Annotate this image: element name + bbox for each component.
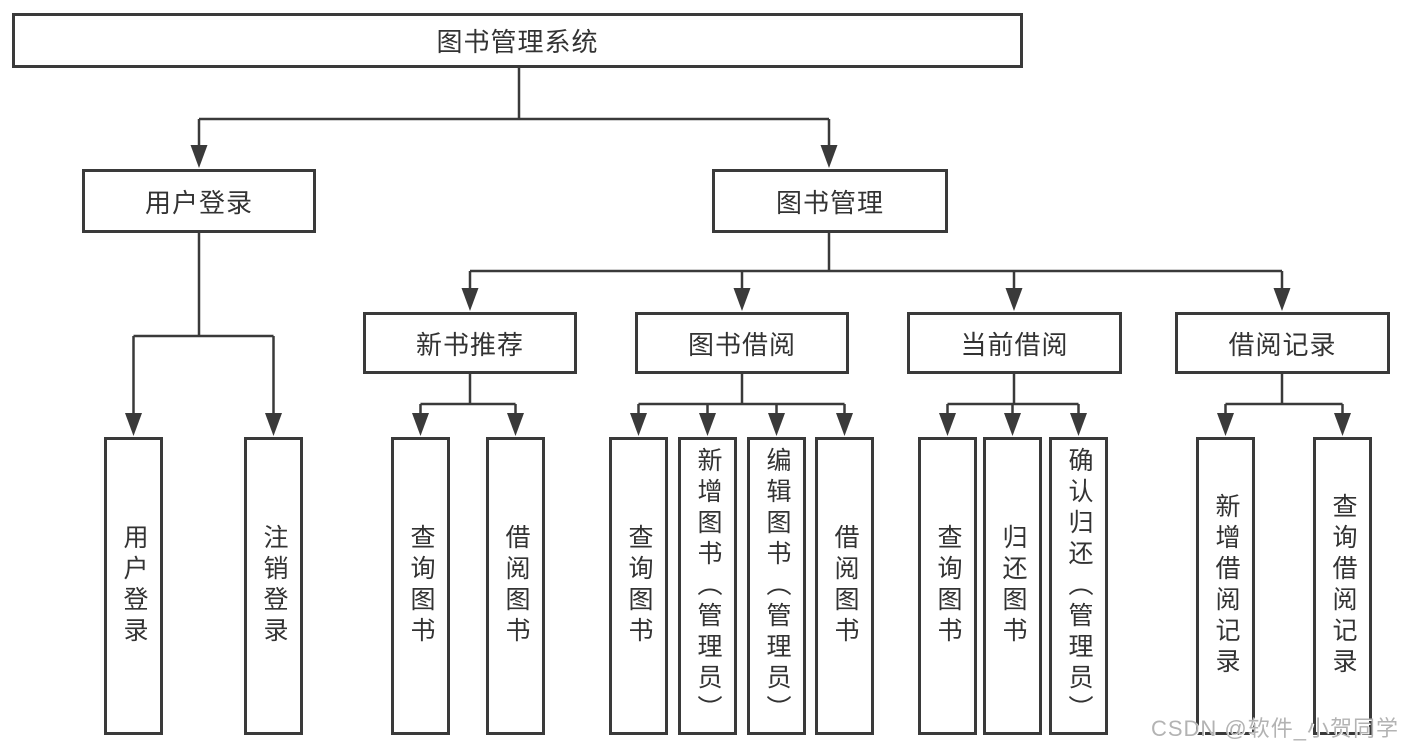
leaf-return-book: 归还图书 [983,437,1042,735]
leaf-return-book-label: 归还图书 [999,524,1027,648]
node-user-login-label: 用户登录 [144,187,253,218]
connector-current-split [946,374,1080,416]
leaf-borrow-query-book: 查询图书 [609,437,668,735]
leaf-add-borrow-record-label: 新增借阅记录 [1212,493,1240,679]
leaf-query-borrow-record-label: 查询借阅记录 [1329,493,1357,679]
node-book-manage: 图书管理 [712,169,948,233]
leaf-logout-label: 注销登录 [260,524,288,648]
connector-borrow-split [637,374,846,416]
arrowhead [699,413,716,436]
leaf-query-borrow-record: 查询借阅记录 [1313,437,1372,735]
arrowhead [1005,288,1023,311]
arrowhead [1217,413,1234,436]
leaf-edit-book-admin-label: 编辑图书（管理员） [763,446,791,726]
leaf-logout: 注销登录 [244,437,303,735]
node-borrow-record-label: 借阅记录 [1228,329,1337,360]
arrowhead [412,413,429,436]
arrowhead [836,413,853,436]
leaf-borrow-query-book-label: 查询图书 [625,524,653,648]
arrowhead [939,413,956,436]
leaf-borrow-book-label: 借阅图书 [831,524,859,648]
node-book-borrow-label: 图书借阅 [687,329,796,360]
leaf-add-book-admin-label: 新增图书（管理员） [694,446,722,726]
leaf-confirm-return-admin: 确认归还（管理员） [1049,437,1108,735]
leaf-current-query-book-label: 查询图书 [934,524,962,648]
arrowhead [768,413,785,436]
leaf-add-borrow-record: 新增借阅记录 [1196,437,1255,735]
leaf-user-login-label: 用户登录 [120,524,148,648]
node-book-borrow: 图书借阅 [635,312,849,374]
arrowhead [1004,413,1021,436]
leaf-current-query-book: 查询图书 [918,437,977,735]
node-new-book-recommend-label: 新书推荐 [415,329,524,360]
arrowhead [507,413,524,436]
arrowhead [1070,413,1087,436]
arrowhead [125,413,142,436]
node-root-label: 图书管理系统 [436,27,599,57]
node-book-manage-label: 图书管理 [775,187,884,218]
node-current-borrow-label: 当前借阅 [960,329,1069,360]
arrowhead [1273,288,1291,311]
node-user-login: 用户登录 [82,169,316,233]
arrowhead [820,145,838,168]
leaf-borrow-book: 借阅图书 [815,437,874,735]
leaf-confirm-return-admin-label: 确认归还（管理员） [1065,446,1093,726]
leaf-edit-book-admin: 编辑图书（管理员） [747,437,806,735]
leaf-recommend-query-book-label: 查询图书 [407,524,435,648]
node-borrow-record: 借阅记录 [1175,312,1390,374]
leaf-recommend-query-book: 查询图书 [391,437,450,735]
connector-manage-split [468,233,1284,290]
node-current-borrow: 当前借阅 [907,312,1122,374]
connector-login-split [132,233,275,416]
connector-record-split [1224,374,1344,416]
arrowhead [1334,413,1351,436]
leaf-recommend-borrow-book: 借阅图书 [486,437,545,735]
node-new-book-recommend: 新书推荐 [363,312,577,374]
arrowhead [265,413,282,436]
connector-recommend-split [419,374,517,416]
arrowhead [630,413,647,436]
arrowhead [190,145,208,168]
node-root: 图书管理系统 [12,13,1023,68]
arrowhead [733,288,751,311]
leaf-recommend-borrow-book-label: 借阅图书 [502,524,530,648]
leaf-add-book-admin: 新增图书（管理员） [678,437,737,735]
arrowhead [461,288,479,311]
leaf-user-login: 用户登录 [104,437,163,735]
connector-root-split [197,68,831,148]
